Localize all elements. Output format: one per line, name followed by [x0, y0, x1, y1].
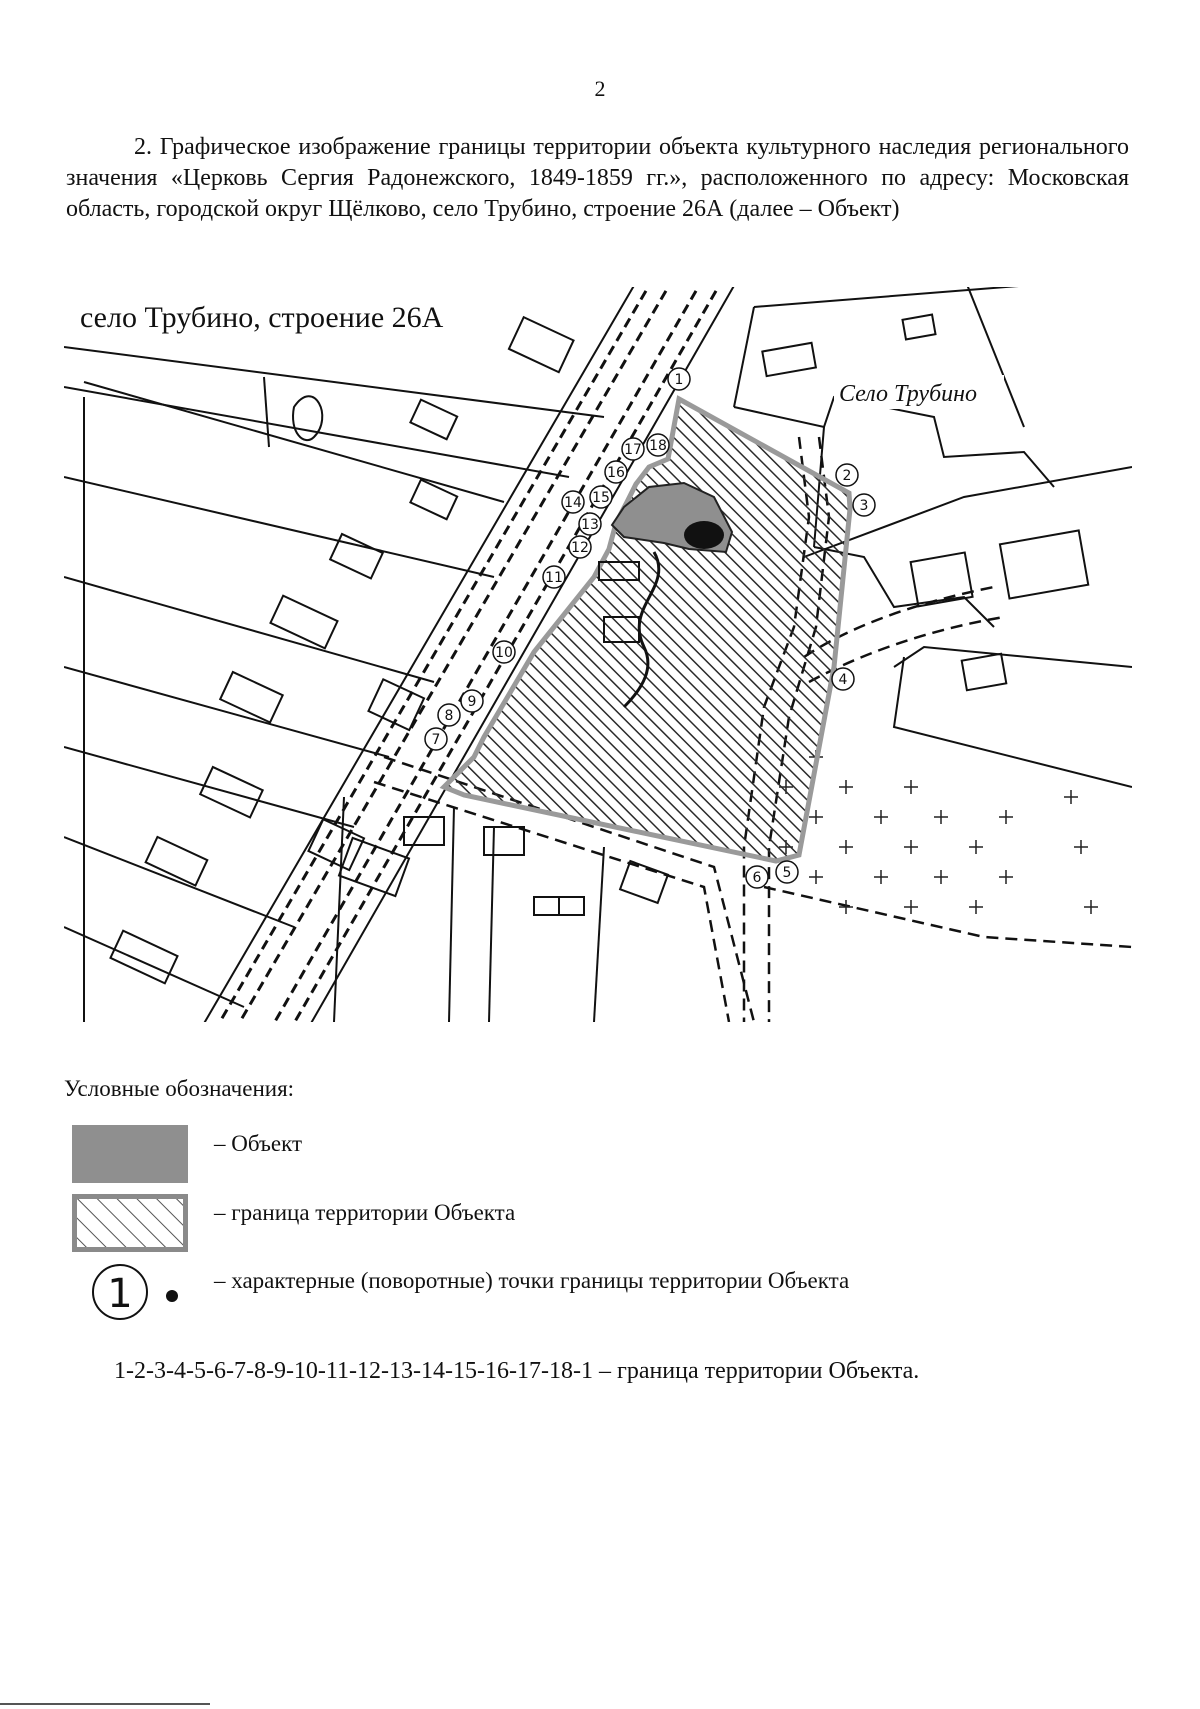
point-marker-11: 11 — [542, 565, 566, 589]
point-marker-3: 3 — [852, 493, 876, 517]
legend-item-points: 1 – характерные (поворотные) точки грани… — [72, 1262, 1132, 1322]
point-marker-6: 6 — [745, 865, 769, 889]
bottom-parcels — [333, 796, 670, 1022]
point-marker-2: 2 — [835, 463, 859, 487]
point-label-14: 14 — [564, 495, 582, 511]
point-label-6: 6 — [753, 870, 762, 886]
point-label-4: 4 — [839, 672, 848, 688]
point-label-7: 7 — [432, 732, 441, 748]
legend-item-boundary: – граница территории Объекта — [72, 1194, 1132, 1254]
page-number: 2 — [594, 76, 606, 101]
point-marker-16: 16 — [604, 460, 628, 484]
church-path — [622, 551, 661, 709]
hatched-swatch — [72, 1194, 188, 1252]
point-marker-14: 14 — [561, 490, 585, 514]
point-marker-5: 5 — [775, 860, 799, 884]
point-label-12: 12 — [571, 540, 589, 556]
right-parcels — [733, 287, 1132, 788]
legend-points-text: – характерные (поворотные) точки границы… — [214, 1268, 850, 1293]
point-label-5: 5 — [783, 865, 792, 881]
point-label-8: 8 — [445, 708, 454, 724]
legend-object-text: – Объект — [214, 1131, 303, 1156]
point-marker-icon: 1 — [92, 1264, 178, 1320]
church-apse — [684, 521, 724, 549]
point-label-16: 16 — [607, 465, 625, 481]
point-label-15: 15 — [592, 490, 610, 506]
point-label-18: 18 — [649, 438, 667, 454]
point-marker-17: 17 — [621, 437, 645, 461]
object-swatch — [72, 1125, 188, 1183]
point-label-3: 3 — [860, 498, 869, 514]
green-zone — [779, 750, 1098, 914]
point-label-9: 9 — [468, 694, 477, 710]
point-label-11: 11 — [545, 570, 563, 586]
legend-title: Условные обозначения: — [64, 1076, 295, 1101]
main-road — [203, 287, 735, 1022]
map-address-label: село Трубино, строение 26А — [80, 301, 444, 334]
point-marker-1: 1 — [667, 367, 691, 391]
scan-edge-mark — [0, 1703, 210, 1705]
left-parcels — [64, 315, 605, 1022]
point-marker-15: 15 — [589, 485, 613, 509]
cadastral-map: 1 2 3 4 5 6 7 8 9 10 11 12 13 14 15 16 1… — [64, 287, 1132, 1022]
church-gate — [598, 561, 640, 581]
point-marker-12: 12 — [568, 535, 592, 559]
legend-item-object: – Объект — [72, 1125, 1132, 1185]
church-outbuilding — [603, 616, 640, 643]
point-label-2: 2 — [843, 468, 852, 484]
point-marker-13: 13 — [578, 512, 602, 536]
point-marker-10: 10 — [492, 640, 516, 664]
point-label-13: 13 — [581, 517, 599, 533]
legend-marker-number: 1 — [107, 1271, 132, 1317]
document-heading: 2. Графическое изображение границы терри… — [66, 134, 1129, 222]
territory-boundary — [439, 395, 853, 864]
point-marker-4: 4 — [831, 667, 855, 691]
point-label-17: 17 — [624, 442, 642, 458]
point-marker-18: 18 — [646, 433, 670, 457]
point-marker-7: 7 — [424, 727, 448, 751]
point-label-1: 1 — [675, 372, 684, 388]
legend-boundary-text: – граница территории Объекта — [214, 1200, 516, 1225]
point-marker-8: 8 — [437, 703, 461, 727]
map-village-label: Село Трубино — [839, 381, 977, 407]
point-label-10: 10 — [495, 645, 513, 661]
boundary-points: 1 2 3 4 5 6 7 8 9 10 11 12 13 14 15 16 1… — [424, 367, 876, 889]
point-marker-9: 9 — [460, 689, 484, 713]
boundary-sequence: 1-2-3-4-5-6-7-8-9-10-11-12-13-14-15-16-1… — [114, 1358, 920, 1384]
